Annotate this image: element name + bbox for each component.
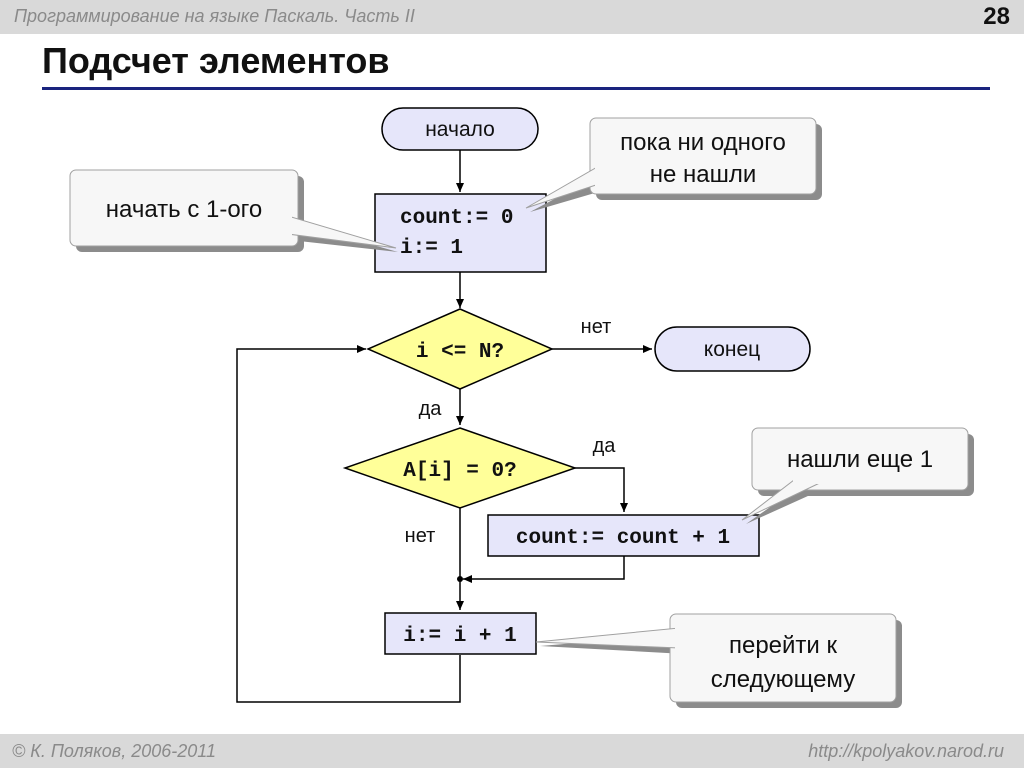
start-text: начало	[425, 118, 495, 141]
footer-site: http://kpolyakov.narod.ru	[808, 741, 1004, 761]
callout-found-one-text: нашли еще 1	[787, 446, 933, 473]
header-bar: Программирование на языке Паскаль. Часть…	[0, 0, 1024, 34]
callout-next-line1: перейти к	[729, 632, 838, 659]
course-title: Программирование на языке Паскаль. Часть…	[14, 6, 415, 26]
loop-decision-text: i <= N?	[416, 341, 504, 364]
label-no-loop: нет	[581, 316, 612, 338]
arrow-loop-back	[236, 345, 461, 703]
end-terminal	[654, 326, 811, 372]
count-process-text: count:= count + 1	[516, 527, 730, 550]
init-process	[374, 193, 547, 273]
init-line-count: count:= 0	[400, 207, 513, 230]
slide-title: Подсчет элементов	[42, 40, 390, 81]
end-text: конец	[704, 338, 760, 361]
count-process	[487, 514, 760, 557]
callout-next: перейти к следующему	[535, 613, 902, 708]
page-number: 28	[983, 3, 1010, 30]
callout-none-found: пока ни одного не нашли	[525, 117, 822, 212]
callout-found-one: нашли еще 1	[741, 427, 974, 524]
loop-decision	[366, 308, 554, 390]
arrow-zero-yes-to-count	[575, 467, 628, 512]
callout-next-line2: следующему	[711, 666, 855, 693]
start-terminal	[381, 107, 539, 151]
callout-none-found-line1: пока ни одного	[620, 129, 786, 156]
join-point	[457, 576, 463, 582]
callout-start-first-text: начать с 1-ого	[106, 196, 263, 223]
zero-decision-text: A[i] = 0?	[403, 460, 516, 483]
arrow-count-to-join	[463, 556, 625, 583]
callout-none-found-line2: не нашли	[650, 161, 757, 188]
zero-decision	[342, 427, 578, 509]
footer-author: © К. Поляков, 2006-2011	[12, 741, 216, 761]
init-line-i: i:= 1	[400, 237, 463, 260]
label-no-zero: нет	[405, 525, 436, 547]
callout-start-first: начать с 1-ого	[69, 169, 398, 252]
inc-process-text: i:= i + 1	[403, 625, 516, 648]
label-yes-loop: да	[419, 398, 443, 420]
title-underline	[42, 87, 990, 90]
inc-process	[384, 612, 537, 655]
label-yes-zero: да	[593, 435, 617, 457]
connectors	[236, 150, 652, 703]
footer-bar: © К. Поляков, 2006-2011 http://kpolyakov…	[0, 734, 1024, 768]
